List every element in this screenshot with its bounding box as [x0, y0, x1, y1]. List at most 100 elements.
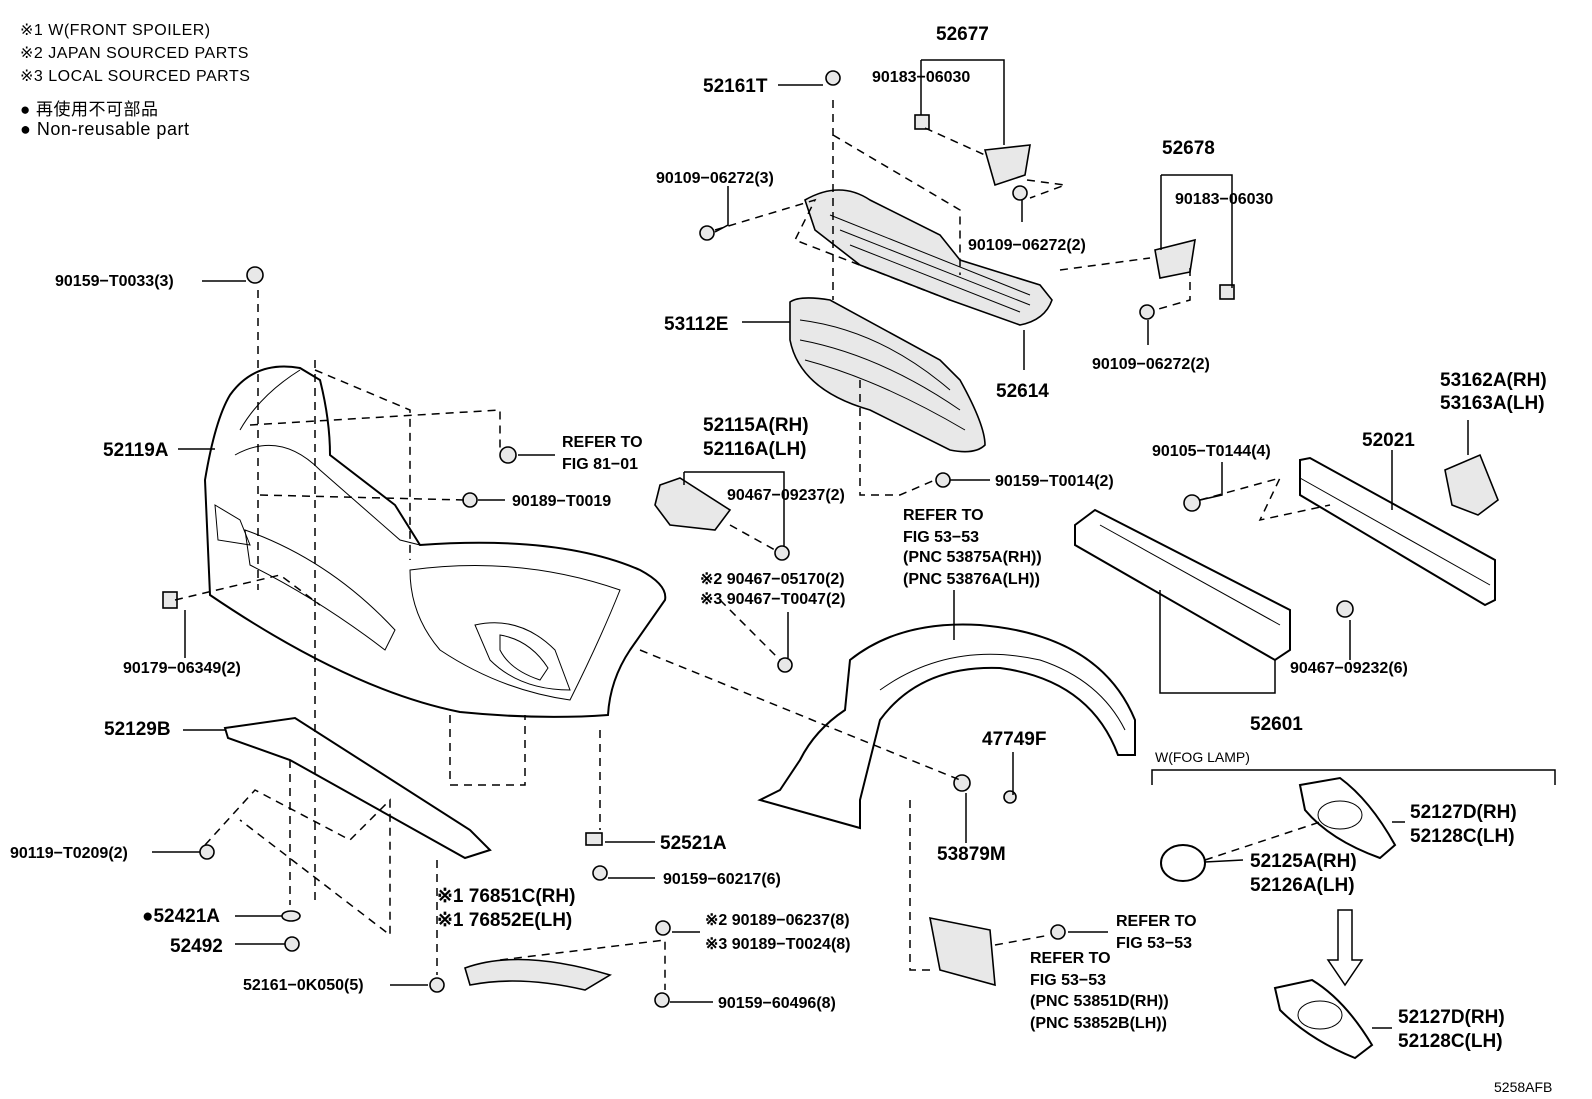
clip-icon [499, 446, 517, 464]
label-52116A: 52116A(LH) [703, 439, 807, 460]
label-52614: 52614 [996, 381, 1049, 402]
refer-fig-53-53b-line1: REFER TO [1116, 913, 1197, 930]
refer-fig-81-line2: FIG 81−01 [562, 456, 638, 473]
label-52115A: 52115A(RH) [703, 415, 809, 436]
refer-fig-53-53c-line3: (PNC 53851D(RH)) [1030, 993, 1169, 1010]
side-retainer-drawing [1444, 453, 1499, 516]
label-52125A: 52125A(RH) [1250, 851, 1357, 872]
arrow-down-icon [1326, 909, 1364, 987]
bumper-cover-drawing [203, 365, 667, 718]
label-52421A: ●52421A [142, 906, 220, 927]
clip-nut-icon [1219, 284, 1235, 300]
front-spoiler-drawing [464, 958, 612, 991]
refer-fig-53-53a-line2: FIG 53−53 [903, 529, 979, 546]
note-front-spoiler: ※1 W(FRONT SPOILER) [20, 22, 211, 39]
label-90105-T0144: 90105−T0144(4) [1152, 443, 1271, 460]
label-52601: 52601 [1250, 714, 1303, 735]
label-52128C-b: 52128C(LH) [1398, 1031, 1503, 1052]
label-53163A: 53163A(LH) [1440, 393, 1545, 414]
label-52521A: 52521A [660, 833, 727, 854]
bolt-icon [699, 225, 715, 241]
label-90109-06272-3: 90109−06272(3) [656, 170, 774, 187]
clip-icon [825, 70, 841, 86]
refer-fig-53-53c-line2: FIG 53−53 [1030, 972, 1106, 989]
note-non-reusable-en: ● Non-reusable part [20, 119, 190, 139]
label-52127D-a: 52127D(RH) [1410, 802, 1517, 823]
label-90189-06237: ※2 90189−06237(8) [705, 912, 850, 929]
label-90119-T0209: 90119−T0209(2) [10, 845, 128, 862]
bolt-icon [1012, 185, 1028, 201]
label-90467-09237: 90467−09237(2) [727, 487, 845, 504]
bolt-icon [1139, 304, 1155, 320]
seal-icon [281, 910, 301, 922]
fender-liner-drawing [757, 623, 1136, 830]
clip-icon [585, 832, 603, 846]
bolt-icon [199, 844, 215, 860]
fog-lamp-ring-drawing [1160, 844, 1206, 882]
label-52129B: 52129B [104, 719, 171, 740]
bolt-icon [284, 936, 300, 952]
label-52119A: 52119A [103, 440, 169, 461]
bolt-icon [246, 266, 264, 284]
refer-fig-53-53a-line1: REFER TO [903, 507, 984, 524]
bracket-52677-drawing [983, 144, 1031, 187]
bolt-icon [1183, 494, 1201, 512]
refer-fig-81-line1: REFER TO [562, 434, 643, 451]
label-53879M: 53879M [937, 844, 1006, 865]
label-90159-60496: 90159−60496(8) [718, 995, 836, 1012]
label-52128C-a: 52128C(LH) [1410, 826, 1515, 847]
label-53112E: 53112E [664, 314, 728, 335]
bolt-icon [654, 992, 670, 1008]
lower-grille-drawing [789, 297, 986, 453]
mud-guard-drawing [928, 916, 996, 987]
label-90159-60217: 90159−60217(6) [663, 871, 781, 888]
upper-grille-drawing [804, 189, 1053, 326]
screw-icon [1003, 790, 1017, 804]
label-47749F: 47749F [982, 729, 1046, 750]
nut-icon [777, 657, 793, 673]
label-90467-T0047: ※3 90467−T0047(2) [700, 591, 846, 608]
label-52492: 52492 [170, 936, 223, 957]
label-90159-T0033: 90159−T0033(3) [55, 273, 174, 290]
label-90183-06030-a: 90183−06030 [872, 69, 970, 86]
label-fog-lamp-group: W(FOG LAMP) [1155, 749, 1250, 765]
label-76851C: ※1 76851C(RH) [437, 886, 575, 907]
figure-id: 5258AFB [1494, 1079, 1552, 1095]
clip-icon [429, 977, 445, 993]
label-52161T: 52161T [703, 76, 768, 97]
label-90467-05170: ※2 90467−05170(2) [700, 571, 845, 588]
reinforcement-drawing [1299, 456, 1496, 607]
fog-lamp-cover-drawing [1298, 776, 1397, 860]
label-90467-09232: 90467−09232(6) [1290, 660, 1408, 677]
label-53162A: 53162A(RH) [1440, 370, 1547, 391]
bolt-icon [592, 865, 608, 881]
clip-icon [655, 920, 671, 936]
refer-fig-53-53a-line4: (PNC 53876A(LH)) [903, 571, 1040, 588]
clip-icon [462, 492, 478, 508]
nut-icon [1336, 600, 1354, 618]
label-52126A: 52126A(LH) [1250, 875, 1355, 896]
label-90159-T0014: 90159−T0014(2) [995, 473, 1114, 490]
label-52021: 52021 [1362, 430, 1415, 451]
label-76852E: ※1 76852E(LH) [437, 910, 572, 931]
refer-fig-53-53c-line1: REFER TO [1030, 950, 1111, 967]
bolt-icon [935, 472, 951, 488]
label-90109-06272-2b: 90109−06272(2) [1092, 356, 1210, 373]
assembly-dashed-lines [174, 100, 1331, 990]
under-cover-drawing [223, 716, 492, 860]
label-52678: 52678 [1162, 138, 1215, 159]
clip-nut-icon [162, 591, 178, 609]
note-japan-sourced: ※2 JAPAN SOURCED PARTS [20, 45, 249, 62]
label-90189-T0024: ※3 90189−T0024(8) [705, 936, 851, 953]
label-52677: 52677 [936, 24, 989, 45]
energy-absorber-drawing [1074, 508, 1291, 662]
note-local-sourced: ※3 LOCAL SOURCED PARTS [20, 68, 251, 85]
label-90109-06272-2a: 90109−06272(2) [968, 237, 1086, 254]
label-90183-06030-b: 90183−06030 [1175, 191, 1273, 208]
label-90189-T0019: 90189−T0019 [512, 493, 611, 510]
refer-fig-53-53a-line3: (PNC 53875A(RH)) [903, 549, 1042, 566]
fog-blank-cover-drawing [1273, 978, 1374, 1060]
label-52161-0K050: 52161−0K050(5) [243, 977, 364, 994]
label-90179-06349: 90179−06349(2) [123, 660, 241, 677]
